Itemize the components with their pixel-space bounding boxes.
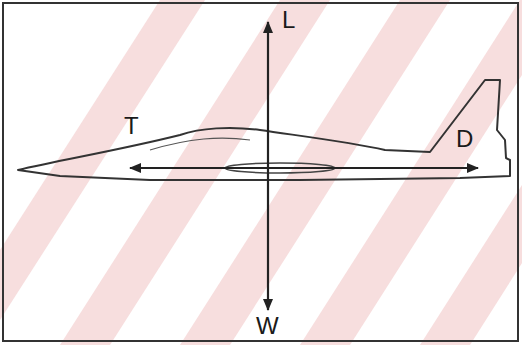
weight-label: W (256, 314, 279, 338)
thrust-label: T (124, 114, 139, 138)
drag-label: D (456, 127, 473, 151)
lift-label: L (282, 8, 295, 32)
